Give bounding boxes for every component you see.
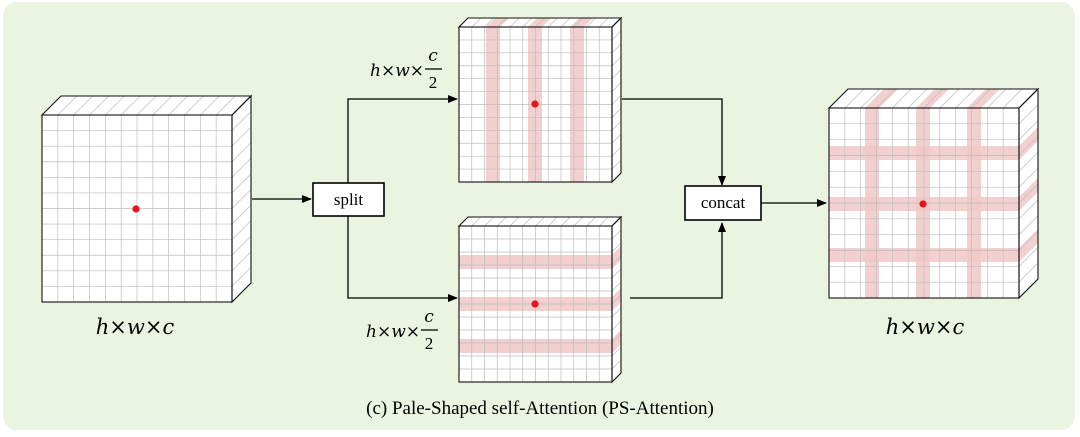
- row-attention-cube: [457, 215, 623, 384]
- split-label: split: [334, 190, 364, 209]
- query-point: [919, 200, 927, 208]
- svg-text:h×w×: h×w×: [366, 322, 420, 342]
- query-point: [531, 300, 539, 308]
- output-dimension-label: h×w×c: [886, 315, 965, 339]
- split-to-bottom-arrow: [347, 216, 458, 302]
- output-feature-cube: [827, 87, 1040, 300]
- svg-text:h×w×: h×w×: [370, 61, 424, 81]
- query-point: [132, 205, 140, 213]
- column-attention-cube: [457, 16, 623, 184]
- concat-box: concat: [684, 185, 762, 221]
- query-point: [531, 100, 539, 108]
- split-to-top-arrow: [347, 95, 458, 183]
- split-box: split: [312, 182, 385, 217]
- top-branch-denominator: 2: [429, 73, 438, 92]
- input-dimension-label: h×w×c: [96, 315, 175, 339]
- concat-label: concat: [701, 193, 746, 212]
- bottom-branch-dimension-label: h×w× c 2: [366, 307, 438, 353]
- top-branch-numerator: c: [428, 46, 438, 66]
- figure-caption: (c) Pale-Shaped self-Attention (PS-Atten…: [366, 398, 714, 419]
- arrows: [252, 95, 827, 302]
- bottom-branch-numerator: c: [424, 307, 434, 327]
- bottom-branch-denominator: 2: [425, 334, 434, 353]
- input-feature-cube: [40, 94, 253, 304]
- top-to-concat-arrow: [622, 98, 726, 186]
- bottom-to-concat-arrow: [630, 222, 726, 299]
- top-branch-dimension-label: h×w× c 2: [370, 46, 442, 92]
